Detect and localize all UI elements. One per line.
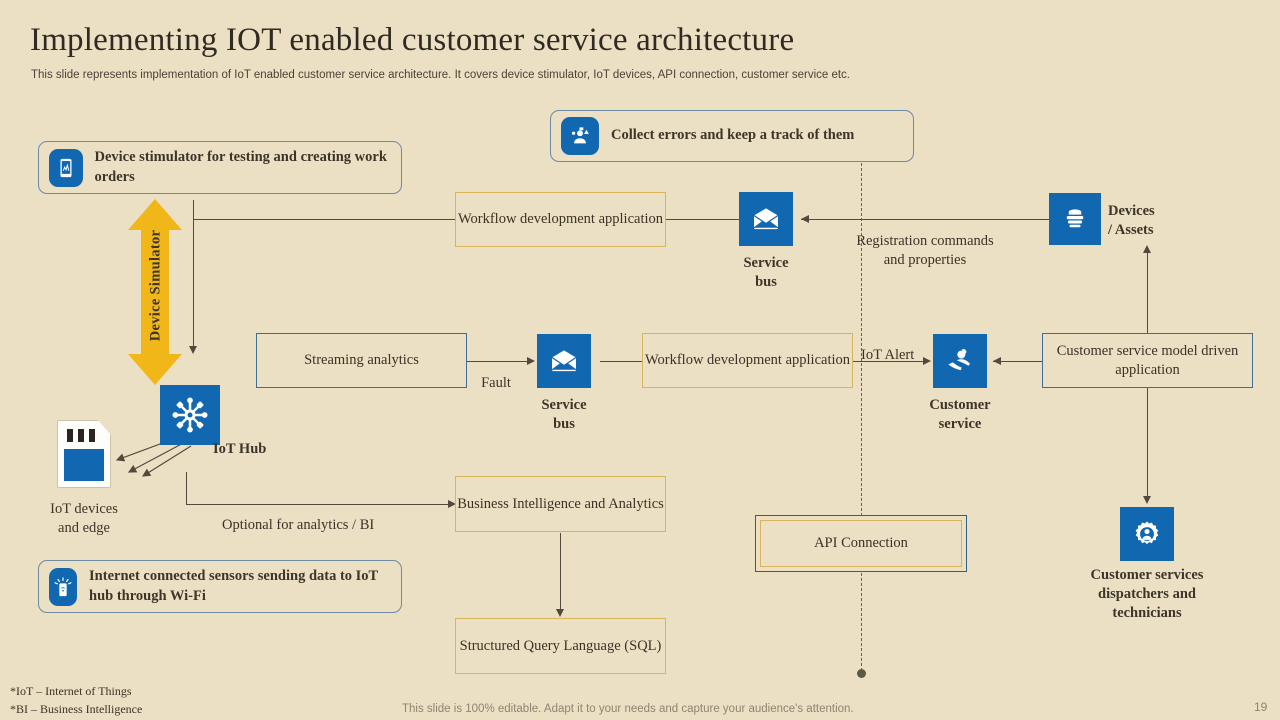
connector-dispatchers-arrowhead: [1142, 496, 1151, 504]
dashed-line-end-dot: [857, 669, 866, 678]
node-iot-devices-caption: IoT devices and edge: [50, 501, 118, 536]
card-collect-errors[interactable]: Collect errors and keep a track of them: [550, 110, 914, 162]
connector-sql-arrowhead: [555, 609, 564, 617]
footnote-iot: *IoT – Internet of Things: [10, 684, 132, 698]
connector-stimulator-arrowhead: [188, 346, 197, 354]
connector-model-to-customerservice: [993, 361, 1042, 362]
box-customer-service-model-text: Customer service model driven applicatio…: [1056, 342, 1239, 378]
card-internet-sensors-text: Internet connected sensors sending data …: [89, 568, 378, 604]
page-number: 19: [1254, 700, 1268, 714]
connector-streaming-to-servicebus: [467, 361, 530, 362]
box-api-connection-text: API Connection: [814, 535, 908, 552]
sd-chip: [64, 449, 104, 481]
node-devices-assets-caption: Devices / Assets: [1108, 203, 1155, 238]
card-device-stimulator[interactable]: Device stimulator for testing and creati…: [38, 141, 402, 194]
card-internet-sensors[interactable]: Internet connected sensors sending data …: [38, 560, 402, 613]
envelope-icon: [551, 350, 577, 372]
gear-person-icon: [1135, 521, 1159, 545]
connector-model-arrowhead: [993, 356, 1001, 365]
node-dispatchers-caption: Customer services dispatchers and techni…: [1090, 567, 1204, 621]
connector-model-to-dispatchers: [1147, 388, 1148, 498]
label-iot-alert: IoT Alert: [861, 347, 915, 363]
box-business-intelligence-text: Business Intelligence and Analytics: [457, 495, 664, 512]
connector-stimulator-right: [193, 219, 456, 220]
error-person-icon: [561, 117, 599, 155]
connector-stimulator-to-hub: [193, 219, 194, 346]
card-device-stimulator-text: Device stimulator for testing and creati…: [94, 149, 387, 185]
node-iot-devices[interactable]: [57, 420, 111, 488]
connector-devices-up-arrowhead: [1142, 245, 1151, 253]
editable-note: This slide is 100% editable. Adapt it to…: [402, 703, 854, 715]
node-service-bus-top-caption: Service bus: [743, 255, 789, 290]
node-dispatchers[interactable]: [1120, 507, 1174, 561]
footnote-bi: *BI – Business Intelligence: [10, 702, 143, 716]
label-fault: Fault: [481, 375, 511, 391]
device-simulator-label: Device Simulator: [147, 229, 164, 342]
support-hand-icon: [948, 349, 971, 371]
arrow-head-up: [128, 199, 182, 230]
box-workflow-dev-mid-text: Workflow development application: [645, 352, 850, 369]
wireless-sensor-icon: [49, 567, 78, 606]
connector-hub-to-bi-vertical: [186, 472, 187, 504]
sd-pin-1: [67, 429, 73, 442]
connector-bi-arrowhead: [448, 499, 456, 508]
label-optional-analytics: Optional for analytics / BI: [222, 517, 375, 533]
phone-signal-icon: [49, 148, 83, 187]
server-icon: [1066, 209, 1084, 228]
connector-servicebus-to-workflow-mid: [600, 361, 642, 362]
sd-pin-2: [78, 429, 84, 442]
connector-model-to-devices: [1147, 248, 1148, 334]
label-registration-commands: Registration commands and properties: [856, 233, 994, 268]
sd-pin-3: [89, 429, 95, 442]
iot-hub-icon: [172, 397, 208, 433]
page-subtitle: This slide represents implementation of …: [31, 69, 850, 81]
connector-streaming-arrowhead: [527, 356, 535, 365]
box-workflow-dev-mid[interactable]: Workflow development application: [642, 333, 853, 388]
connector-devices-to-servicebus: [801, 219, 1049, 220]
node-customer-service-caption: Customer service: [929, 397, 991, 432]
box-api-connection[interactable]: API Connection: [755, 515, 967, 572]
node-service-bus-mid[interactable]: [537, 334, 591, 388]
node-iot-hub-caption: IoT Hub: [213, 441, 267, 457]
connector-stimulator-down: [193, 200, 194, 219]
box-workflow-dev-top[interactable]: Workflow development application: [455, 192, 666, 247]
node-devices-assets[interactable]: [1049, 193, 1101, 245]
box-customer-service-model[interactable]: Customer service model driven applicatio…: [1042, 333, 1253, 388]
arrow-head-down: [128, 354, 182, 385]
box-structured-query-text: Structured Query Language (SQL): [459, 637, 662, 654]
node-customer-service[interactable]: [933, 334, 987, 388]
page-title: Implementing IOT enabled customer servic…: [30, 22, 795, 58]
connector-bi-to-sql: [560, 533, 561, 611]
divider-dashed-vertical: [861, 163, 862, 671]
connector-workflow-to-servicebus: [665, 219, 739, 220]
connector-devices-arrowhead: [801, 214, 809, 223]
box-streaming-analytics-text: Streaming analytics: [304, 352, 419, 369]
connector-workflow-to-customerservice: [852, 361, 929, 362]
connector-customerservice-arrowhead: [923, 356, 931, 365]
envelope-icon: [753, 208, 779, 230]
arrow-body: [141, 229, 169, 355]
device-simulator-double-arrow: Device Simulator: [128, 199, 182, 385]
node-iot-hub[interactable]: [160, 385, 220, 445]
box-structured-query[interactable]: Structured Query Language (SQL): [455, 618, 666, 674]
card-collect-errors-text: Collect errors and keep a track of them: [611, 127, 855, 144]
node-service-bus-mid-caption: Service bus: [541, 397, 587, 432]
node-service-bus-top[interactable]: [739, 192, 793, 246]
box-streaming-analytics[interactable]: Streaming analytics: [256, 333, 467, 388]
box-business-intelligence[interactable]: Business Intelligence and Analytics: [455, 476, 666, 532]
connector-hub-to-bi-horizontal: [186, 504, 451, 505]
box-workflow-dev-top-text: Workflow development application: [458, 211, 663, 228]
